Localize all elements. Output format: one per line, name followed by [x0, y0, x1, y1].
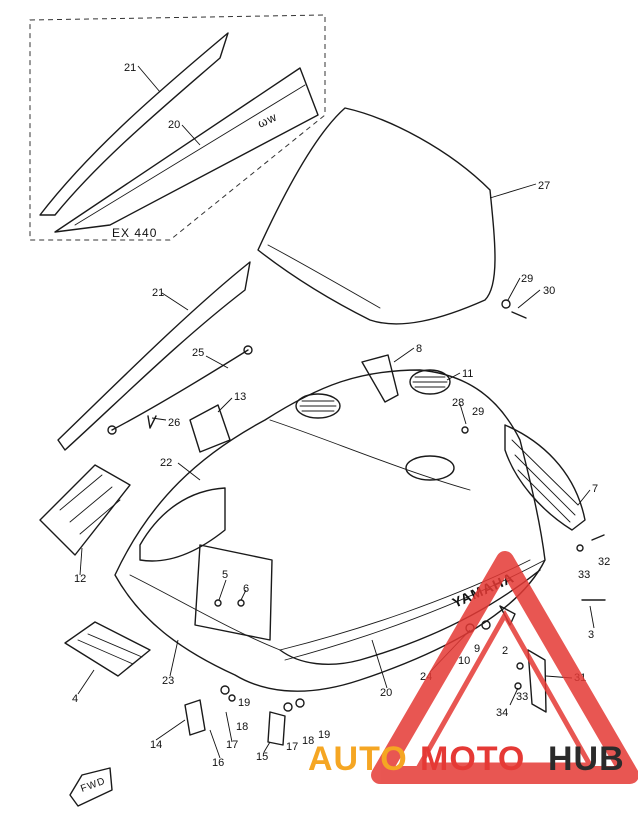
- callout: 19: [318, 729, 330, 741]
- forward-label: FWD: [79, 776, 107, 795]
- callout: 12: [74, 573, 86, 585]
- hinge: [527, 649, 547, 713]
- vent-left: [295, 393, 341, 419]
- callout: 5: [222, 569, 228, 581]
- callout: 7: [592, 483, 598, 495]
- leader-lines: [77, 65, 595, 759]
- callout: 9: [474, 643, 480, 655]
- callout: 20: [380, 687, 392, 699]
- callout: 3: [588, 629, 594, 641]
- callout: 29: [472, 406, 484, 418]
- forward-arrow-icon: [69, 767, 113, 807]
- hood-body: [114, 369, 546, 692]
- stripe-decal-21: [57, 261, 251, 451]
- callout: 26: [168, 417, 180, 429]
- callout: 19: [238, 697, 250, 709]
- watermark-logo: [371, 551, 638, 784]
- callout: 11: [462, 368, 473, 380]
- callout: 2: [502, 645, 508, 657]
- hood-lower-edge: [279, 569, 541, 665]
- callout: 21: [152, 287, 164, 299]
- access-panel: [194, 544, 273, 641]
- bracket-8: [361, 354, 399, 403]
- callout: 21: [124, 62, 136, 74]
- callout: 4: [72, 693, 78, 705]
- callout: 29: [521, 273, 533, 285]
- forward-marker: FWD: [69, 767, 113, 807]
- callout: 17: [226, 739, 238, 751]
- callout: 14: [150, 739, 162, 751]
- callout: 27: [538, 180, 550, 192]
- watermark-part1: AUTO: [308, 740, 408, 778]
- variant-label: EX 440: [112, 226, 157, 240]
- callout: 13: [234, 391, 246, 403]
- callout: 6: [243, 583, 249, 595]
- grille-4: [64, 621, 151, 677]
- windshield: [257, 107, 496, 325]
- watermark-part2: MOTO: [420, 740, 525, 778]
- callout: 15: [256, 751, 268, 763]
- callout: 23: [162, 675, 174, 687]
- watermark-part3: HUB: [548, 740, 625, 778]
- latch-15: [267, 711, 286, 746]
- cable-clip: [147, 415, 157, 429]
- watermark-triangle: [371, 551, 638, 784]
- callout: 32: [598, 556, 610, 568]
- cable: [111, 349, 249, 431]
- hood-opening: [405, 455, 455, 481]
- cable-end-2: [243, 345, 253, 355]
- variant-inset-border: [29, 14, 326, 241]
- callout: 25: [192, 347, 204, 359]
- side-vent-12: [39, 464, 131, 556]
- callout: 28: [452, 397, 464, 409]
- callout: 18: [236, 721, 248, 733]
- callout: 33: [578, 569, 590, 581]
- callout-labels: 21 20 27 29 30 21 25 8 11 28 29 13 26 22…: [72, 62, 610, 769]
- stripe-decal-inset-21: [39, 32, 229, 216]
- callout: 30: [543, 285, 555, 297]
- vent-cover-13: [189, 404, 231, 453]
- latch-14: [184, 699, 206, 736]
- vent-right: [409, 369, 451, 395]
- callout: 22: [160, 457, 172, 469]
- callout: 18: [302, 735, 314, 747]
- watermark-text: AUTO MOTO HUB: [308, 740, 625, 778]
- callout: 20: [168, 119, 180, 131]
- headlight-recess: [139, 487, 226, 562]
- callout: 17: [286, 741, 298, 753]
- side-grill: [504, 424, 586, 531]
- callout: 10: [458, 655, 470, 667]
- cable-end: [107, 425, 117, 435]
- callout: 16: [212, 757, 224, 769]
- callout: 8: [416, 343, 422, 355]
- callout: 34: [496, 707, 508, 719]
- callout: 33: [516, 691, 528, 703]
- stripe-decal-inset-20: [54, 67, 319, 233]
